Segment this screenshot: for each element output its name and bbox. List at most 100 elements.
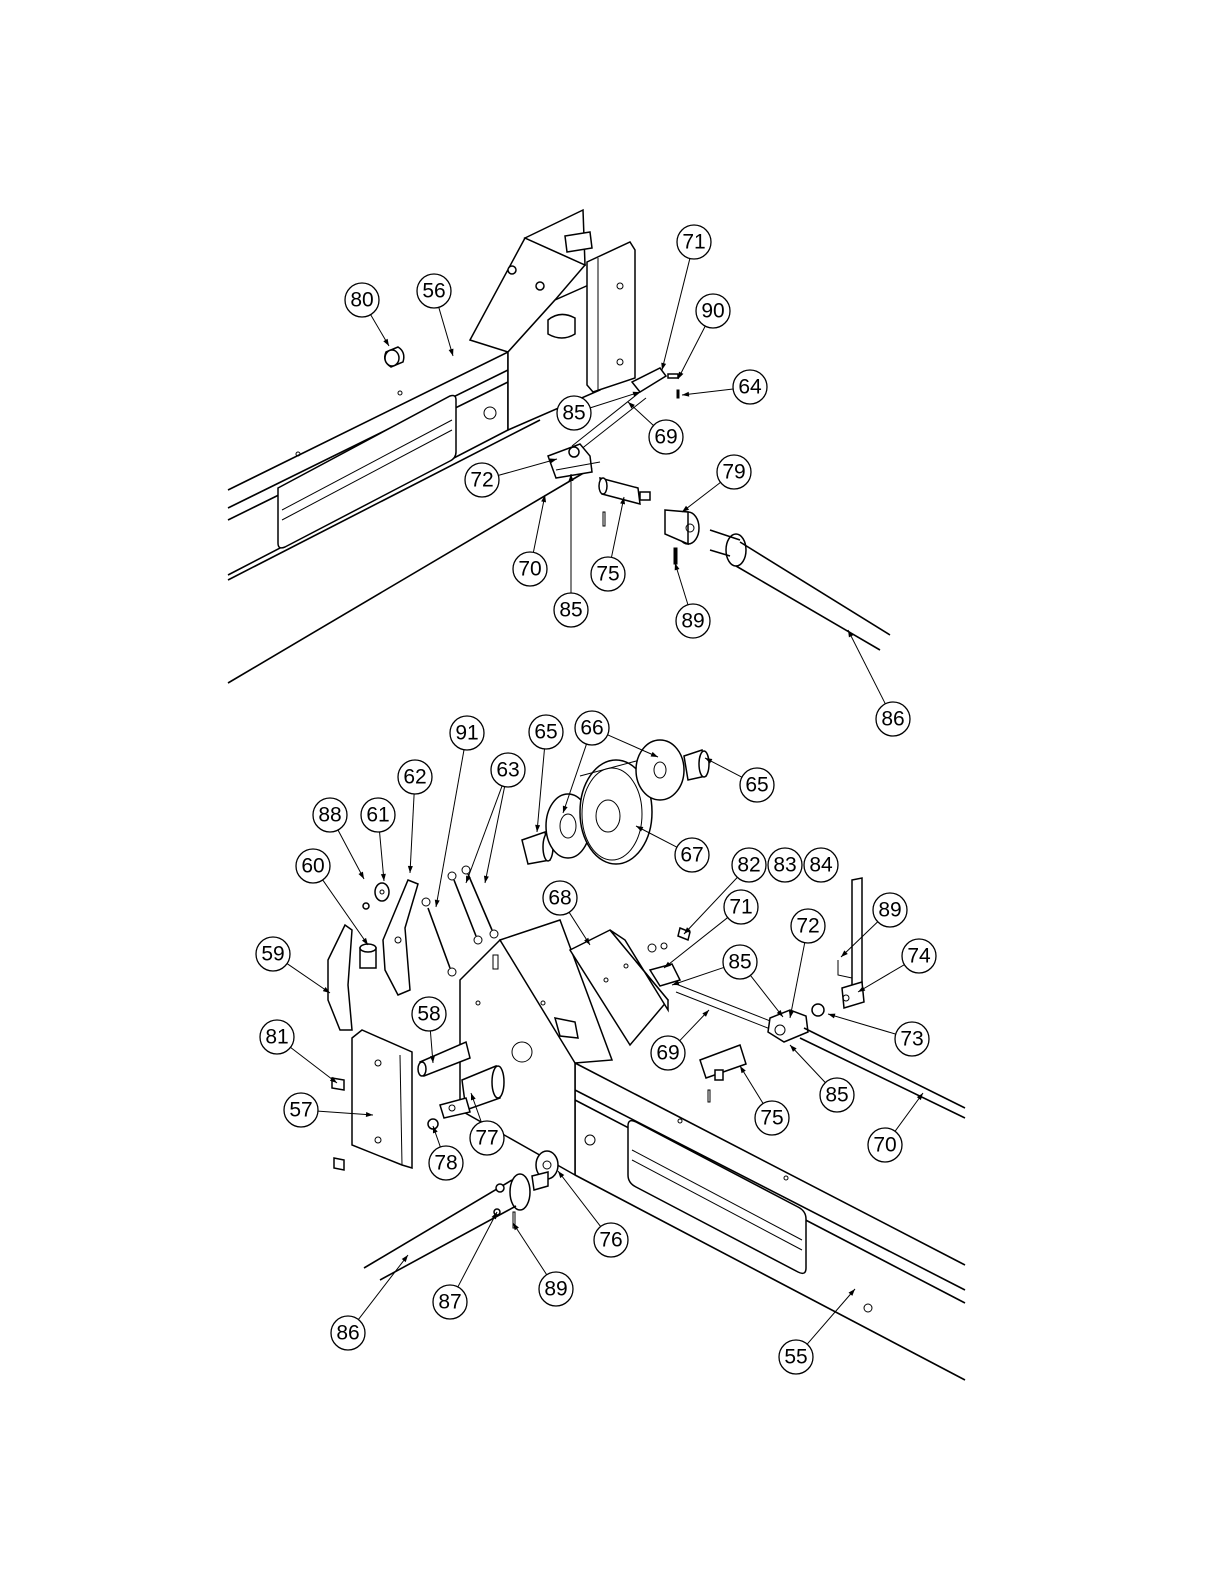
callout-label: 71 xyxy=(682,231,705,254)
knob-74 xyxy=(842,982,864,1008)
callout-label: 74 xyxy=(907,945,931,968)
leader-line xyxy=(807,1289,855,1344)
callout-bubble-64: 64 xyxy=(733,370,767,404)
callout-bubble-86: 86 xyxy=(331,1316,365,1350)
bushing-65b xyxy=(684,750,709,780)
leader-arrowhead xyxy=(381,874,386,881)
callout-label: 78 xyxy=(434,1152,457,1175)
callout-label: 83 xyxy=(773,854,796,877)
leader-line xyxy=(498,459,557,475)
leader-line xyxy=(358,1255,408,1320)
callout-label: 72 xyxy=(470,469,493,492)
callout-bubble-80: 80 xyxy=(345,283,379,317)
leader-line xyxy=(410,794,414,873)
leader-line xyxy=(858,965,904,992)
callout-bubble-75: 75 xyxy=(755,1101,789,1135)
handle-89 xyxy=(838,878,862,992)
callout-bubble-55: 55 xyxy=(779,1340,813,1374)
leader-arrowhead xyxy=(513,1223,519,1230)
callout-bubble-85: 85 xyxy=(820,1078,854,1112)
callout-bubble-65: 65 xyxy=(529,715,563,749)
callout-label: 75 xyxy=(760,1107,783,1130)
leader-arrowhead xyxy=(661,363,666,370)
callout-label: 65 xyxy=(534,721,557,744)
callout-label: 79 xyxy=(722,461,745,484)
callout-label: 72 xyxy=(796,915,819,938)
callout-label: 67 xyxy=(680,844,703,867)
leader-line xyxy=(466,786,502,883)
callout-label: 70 xyxy=(518,558,541,581)
callout-label: 56 xyxy=(422,280,445,303)
callout-label: 58 xyxy=(417,1003,440,1026)
leader-arrowhead xyxy=(402,1255,408,1262)
leader-line xyxy=(439,307,453,356)
callout-bubble-85: 85 xyxy=(557,396,591,430)
callout-bubble-69: 69 xyxy=(651,1036,685,1070)
callout-bubble-68: 68 xyxy=(543,881,577,915)
bushing-80 xyxy=(385,347,404,367)
callout-label: 81 xyxy=(265,1026,288,1049)
shaft-75-lower xyxy=(700,1045,746,1102)
callout-label: 85 xyxy=(559,599,582,622)
callout-label: 66 xyxy=(580,717,603,740)
callout-bubble-84: 84 xyxy=(804,848,838,882)
callout-bubble-69: 69 xyxy=(649,420,683,454)
leader-arrowhead xyxy=(682,392,689,397)
leader-line xyxy=(662,258,690,370)
leader-arrowhead xyxy=(678,372,683,379)
callout-label: 69 xyxy=(656,1042,679,1065)
leader-line xyxy=(533,495,545,552)
callout-label: 89 xyxy=(681,610,704,633)
callout-bubble-90: 90 xyxy=(696,294,730,328)
callout-label: 91 xyxy=(455,722,478,745)
callout-label: 85 xyxy=(562,402,585,425)
callout-bubble-72: 72 xyxy=(791,909,825,943)
callout-label: 76 xyxy=(599,1229,622,1252)
callout-bubble-63: 63 xyxy=(491,753,525,787)
leader-line xyxy=(513,1223,547,1275)
leader-arrowhead xyxy=(535,825,540,832)
leader-line xyxy=(682,389,733,395)
washer-88 xyxy=(363,903,369,909)
leader-line xyxy=(664,918,728,968)
callout-bubble-85: 85 xyxy=(554,593,588,627)
callout-label: 88 xyxy=(318,804,341,827)
linkage-69-lower xyxy=(648,928,778,1032)
callout-bubble-62: 62 xyxy=(398,760,432,794)
leader-arrowhead xyxy=(435,900,440,907)
callout-bubble-59: 59 xyxy=(256,937,290,971)
callout-label: 85 xyxy=(728,951,751,974)
callout-label: 59 xyxy=(261,943,284,966)
callout-label: 89 xyxy=(878,899,901,922)
shaft-86 xyxy=(710,530,890,650)
callout-label: 68 xyxy=(548,887,571,910)
leader-arrowhead xyxy=(633,392,640,397)
callout-bubble-57: 57 xyxy=(284,1093,318,1127)
hub-79 xyxy=(665,510,699,564)
leader-arrowhead xyxy=(558,1171,564,1178)
leader-line xyxy=(290,1047,337,1083)
leader-arrowhead xyxy=(449,349,454,356)
callout-bubble-75: 75 xyxy=(591,557,625,591)
callout-label: 86 xyxy=(336,1322,359,1345)
callout-label: 75 xyxy=(596,563,619,586)
callout-bubble-71: 71 xyxy=(724,890,758,924)
spring-91 xyxy=(422,898,456,976)
callout-bubble-76: 76 xyxy=(594,1223,628,1257)
callout-label: 71 xyxy=(729,896,752,919)
leader-arrowhead xyxy=(828,1014,835,1019)
callout-label: 64 xyxy=(738,376,762,399)
callout-bubble-79: 79 xyxy=(717,455,751,489)
clevis-72 xyxy=(548,444,600,478)
callout-label: 90 xyxy=(701,300,724,323)
leader-line xyxy=(558,1171,601,1227)
leader-arrowhead xyxy=(484,876,489,883)
callout-bubble-70: 70 xyxy=(513,552,547,586)
leader-line xyxy=(436,750,464,907)
callout-bubble-60: 60 xyxy=(296,849,330,883)
callout-bubble-58: 58 xyxy=(412,997,446,1031)
callout-label: 89 xyxy=(544,1278,567,1301)
washer-66b xyxy=(636,740,684,800)
block-57 xyxy=(332,1030,412,1170)
